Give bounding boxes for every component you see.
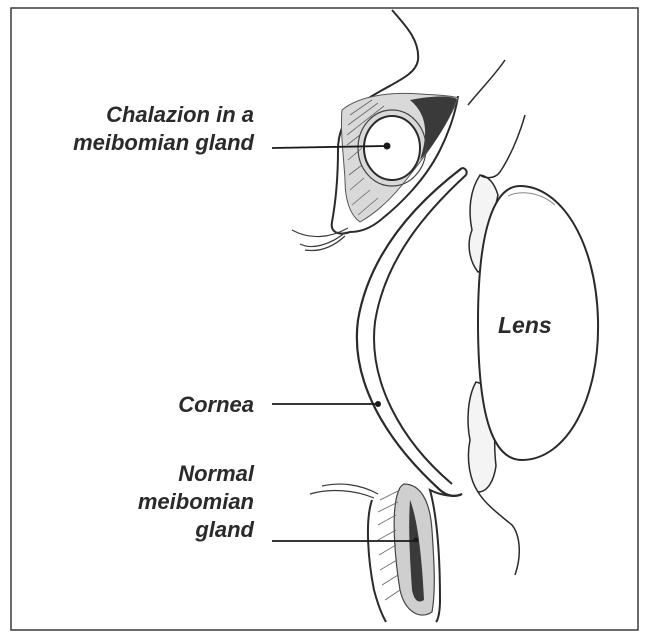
- chalazion-lesion: [364, 116, 420, 180]
- chalazion-label: Chalazion in a meibomian gland: [73, 101, 254, 157]
- chalazion-label-line1: Chalazion in a: [73, 101, 254, 129]
- ciliary-upper: [480, 115, 525, 178]
- lower-eyelid-inner: [430, 490, 462, 622]
- normal-gland-label-line1: Normal: [138, 460, 254, 488]
- lens-label: Lens: [498, 311, 552, 339]
- normal-gland-label: Normal meibomian gland: [138, 460, 254, 544]
- normal-gland-label-line2: meibomian: [138, 488, 254, 516]
- ciliary-lower: [478, 492, 519, 575]
- normal-gland-label-line3: gland: [138, 516, 254, 544]
- cornea-label: Cornea: [178, 391, 254, 419]
- lower-eyelid-skin: [368, 500, 386, 622]
- cornea-inner: [374, 175, 466, 484]
- upper-fornix-line: [468, 60, 505, 105]
- cornea-top-cap: [462, 168, 467, 175]
- upper-eyelashes: [292, 228, 348, 250]
- chalazion-label-line2: meibomian gland: [73, 129, 254, 157]
- cornea-outer: [357, 168, 462, 496]
- lower-eyelashes: [310, 484, 378, 498]
